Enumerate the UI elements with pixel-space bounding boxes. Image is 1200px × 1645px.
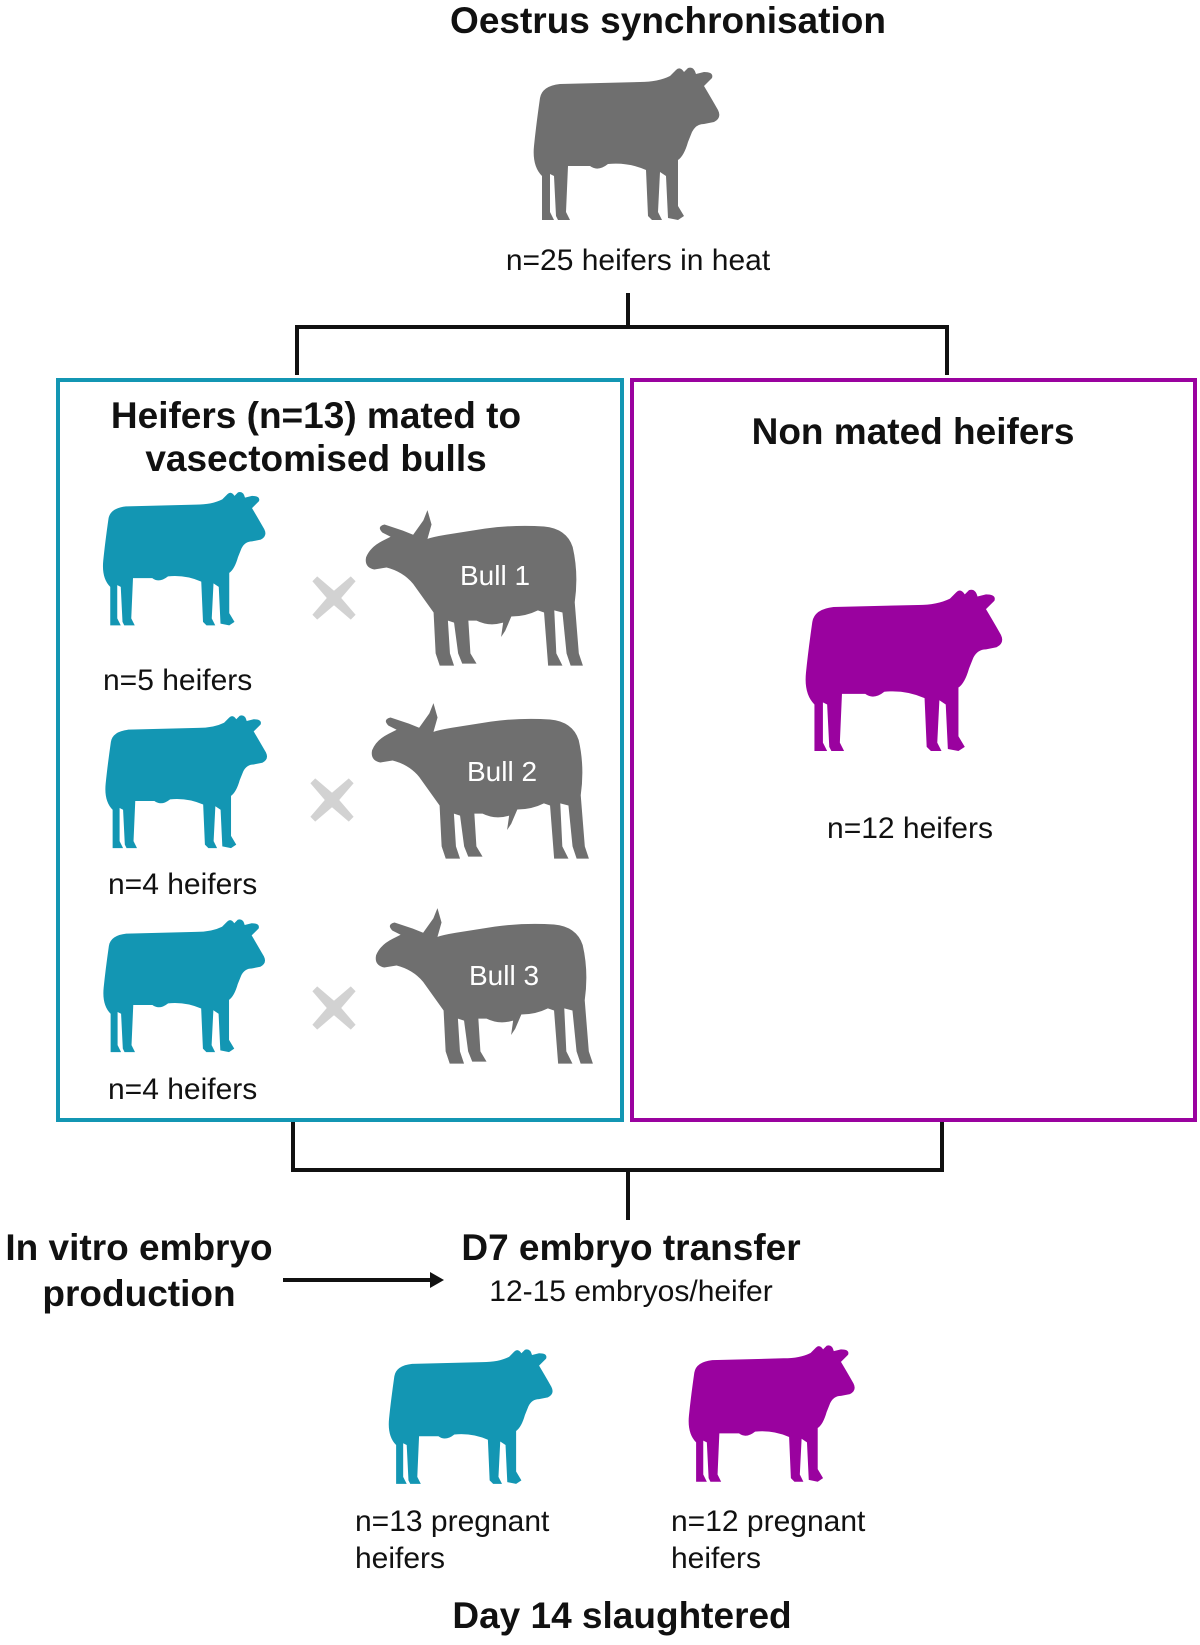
bull-2-label: Bull 2 [467, 756, 538, 787]
transfer-subtitle: 12-15 embryos/heifer [489, 1275, 773, 1308]
cross-icon-1 [312, 576, 356, 620]
pair-1-count: n=5 heifers [103, 664, 253, 697]
mated-cow-icon-3 [103, 919, 266, 1053]
cross-icon-2 [310, 778, 354, 822]
pair-2-count: n=4 heifers [108, 868, 258, 901]
outcome-mated-cow-icon [388, 1349, 553, 1484]
ivp-label-line1: In vitro embryo [5, 1227, 273, 1268]
mated-cow-icon-1 [102, 492, 266, 626]
outcome-mated-line1: n=13 pregnant [355, 1505, 550, 1538]
pair-3-count: n=4 heifers [108, 1073, 258, 1106]
top-split-line [295, 325, 949, 375]
bottom-merge-line [291, 1122, 944, 1172]
footer-title: Day 14 slaughtered [452, 1595, 792, 1636]
outcome-non-mated-line2: heifers [671, 1542, 762, 1575]
mated-group-title-line2: vasectomised bulls [145, 438, 487, 479]
outcome-non-mated-cow-icon [688, 1345, 855, 1482]
non-mated-cow-icon [805, 589, 1003, 752]
top-count: n=25 heifers in heat [505, 244, 771, 277]
bull-1-label: Bull 1 [460, 560, 531, 591]
ivp-label-line2: production [42, 1273, 236, 1314]
bull-3-label: Bull 3 [469, 960, 540, 991]
mated-cow-icon-2 [105, 715, 268, 849]
non-mated-group-title: Non mated heifers [751, 411, 1075, 452]
top-title: Oestrus synchronisation [450, 0, 886, 41]
arrow-right-icon [430, 1272, 444, 1288]
mated-group-box [56, 378, 624, 1122]
non-mated-count: n=12 heifers [827, 812, 993, 845]
non-mated-group-box [630, 378, 1197, 1122]
cross-icon-3 [312, 986, 356, 1030]
outcome-non-mated-line1: n=12 pregnant [671, 1505, 866, 1538]
connector-lines [283, 293, 949, 1288]
outcome-mated-line2: heifers [355, 1542, 446, 1575]
mated-group-title-line1: Heifers (n=13) mated to [110, 395, 522, 436]
top-cow-icon [533, 67, 720, 220]
transfer-title: D7 embryo transfer [461, 1227, 801, 1268]
